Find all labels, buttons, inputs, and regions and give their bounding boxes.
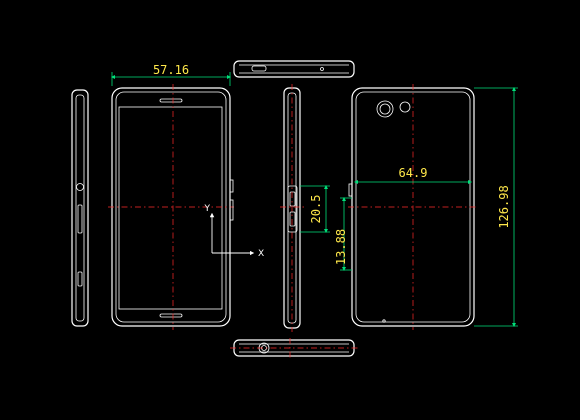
back-height-label: 126.98	[497, 185, 511, 228]
left-side-slot	[77, 204, 83, 234]
top-mic-hole	[320, 67, 324, 71]
top-port-icon	[251, 65, 267, 72]
front-width-label: 57.16	[153, 63, 189, 77]
front-side-key	[229, 179, 234, 193]
y-axis-label: Y	[204, 204, 211, 214]
back-side-key	[348, 183, 353, 197]
right-side-volume-key	[289, 211, 296, 227]
back-offset-label: 13.88	[334, 229, 348, 265]
back-width-label: 64.9	[399, 166, 428, 180]
top-outline	[233, 60, 355, 78]
left-side-button	[77, 271, 83, 287]
back-bottom-dot	[382, 319, 386, 323]
back-view: 64.9 13.88 126.98	[334, 84, 518, 330]
x-axis-label: X	[258, 249, 264, 259]
left-side-port-icon	[76, 183, 84, 191]
bottom-view	[230, 338, 358, 358]
camera-lens-inner	[379, 103, 391, 115]
front-side-key-2	[229, 199, 234, 221]
camera-lens-icon	[376, 100, 394, 118]
left-side-inner-edge	[75, 94, 85, 322]
top-view	[233, 60, 355, 78]
front-earpiece	[159, 98, 183, 103]
right-side-view: 20.5	[280, 84, 330, 332]
front-view: 57.16 Y X	[108, 63, 264, 330]
front-speaker	[159, 313, 183, 318]
side-offset-label: 20.5	[309, 195, 323, 224]
right-side-key-group	[287, 185, 298, 233]
right-side-power-key	[289, 191, 296, 207]
left-side-outline	[71, 89, 89, 327]
left-side-view	[71, 89, 89, 327]
camera-flash-icon	[399, 101, 411, 113]
front-screen	[118, 106, 223, 310]
